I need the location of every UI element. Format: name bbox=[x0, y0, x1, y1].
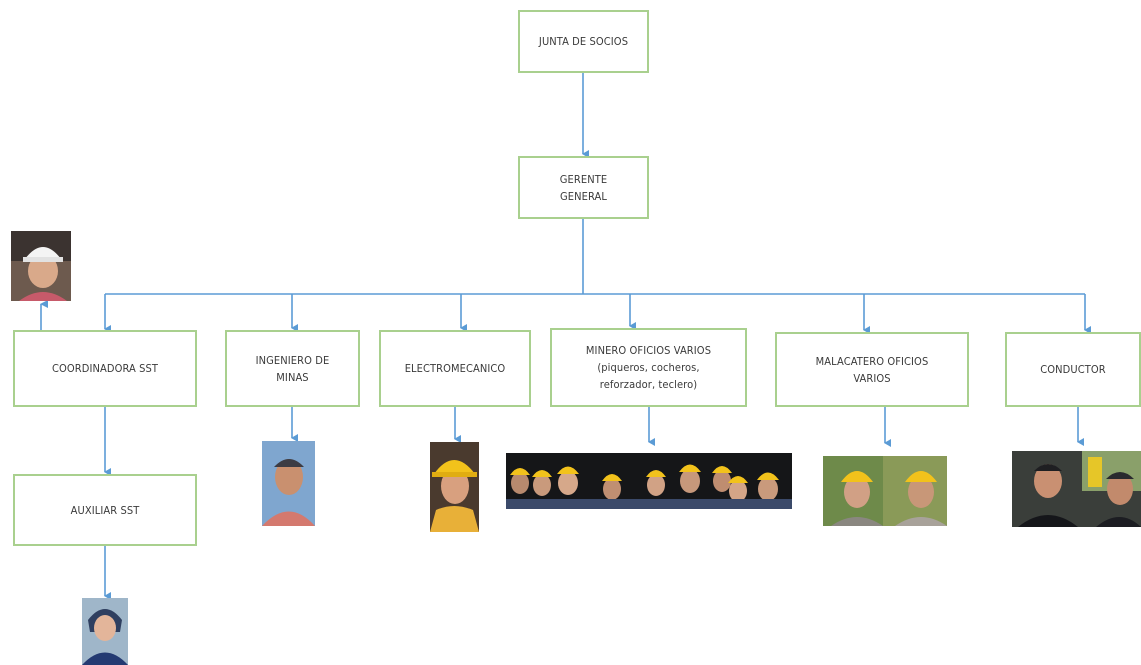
node-gerente-general: GERENTE GENERAL bbox=[518, 156, 649, 219]
node-label-line: COORDINADORA SST bbox=[51, 362, 159, 375]
node-label-line: AUXILIAR SST bbox=[70, 503, 140, 517]
node-malacatero-oficios-varios: MALACATERO OFICIOS VARIOS bbox=[775, 332, 969, 407]
node-label-line: MINAS bbox=[276, 370, 309, 384]
node-auxiliar-sst: AUXILIAR SST bbox=[13, 474, 197, 546]
node-conductor: CONDUCTOR bbox=[1005, 332, 1141, 407]
malacatero-photo bbox=[823, 456, 947, 526]
node-label-line: INGENIERO DE bbox=[255, 353, 330, 367]
electromecanico-photo bbox=[430, 442, 479, 532]
node-label-line: (piqueros, cocheros, bbox=[597, 361, 700, 374]
node-label-line: JUNTA DE SOCIOS bbox=[538, 35, 629, 48]
node-label-line: CONDUCTOR bbox=[1040, 363, 1106, 376]
node-label-line: MINERO OFICIOS VARIOS bbox=[585, 344, 712, 357]
node-label-line: ELECTROMECANICO bbox=[404, 362, 506, 375]
node-minero-oficios-varios: MINERO OFICIOS VARIOS (piqueros, cochero… bbox=[550, 328, 747, 407]
coordinadora-photo bbox=[11, 231, 71, 301]
node-coordinadora-sst: COORDINADORA SST bbox=[13, 330, 197, 407]
node-label-line: GENERAL bbox=[560, 189, 607, 203]
auxiliar-photo bbox=[82, 598, 128, 665]
conductor-photo bbox=[1012, 451, 1141, 527]
minero-group-photo bbox=[506, 453, 792, 509]
ingeniero-photo bbox=[262, 441, 315, 526]
node-label-line: VARIOS bbox=[853, 371, 891, 385]
node-junta-de-socios: JUNTA DE SOCIOS bbox=[518, 10, 649, 73]
node-electromecanico: ELECTROMECANICO bbox=[379, 330, 531, 407]
node-label-line: MALACATERO OFICIOS bbox=[815, 354, 929, 368]
node-label-line: GERENTE bbox=[559, 172, 608, 186]
node-label-line: reforzador, teclero) bbox=[599, 378, 698, 391]
node-ingeniero-de-minas: INGENIERO DE MINAS bbox=[225, 330, 360, 407]
